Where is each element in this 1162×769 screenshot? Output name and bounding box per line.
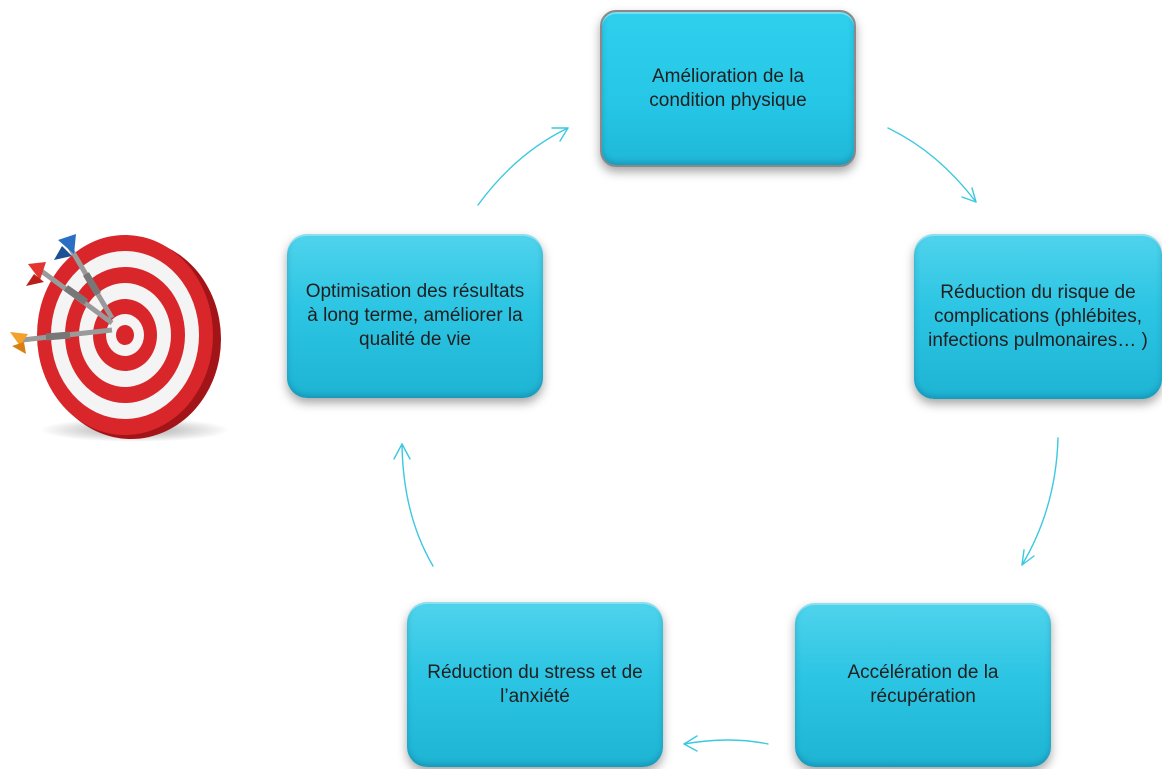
node-bottom-left-text: Réduction du stress et de l’anxiété	[427, 661, 643, 707]
node-bottom-right-text: Accélération de la récupération	[847, 662, 999, 707]
arrow-left-to-top	[477, 127, 569, 206]
dartboard-with-darts-icon	[10, 234, 230, 442]
node-acceleration-recuperation: Accélération de la récupération	[795, 603, 1051, 767]
arrow-bottom-right-to-bottom-left	[683, 735, 769, 752]
node-top-text: Amélioration de la condition physique	[649, 65, 807, 111]
arrow-right-to-bottom-right	[1021, 437, 1059, 566]
dart-blue	[54, 234, 115, 320]
node-amelioration-condition-physique: Amélioration de la condition physique	[600, 10, 856, 167]
arrow-top-to-right	[887, 127, 977, 203]
node-reduction-stress-anxiete: Réduction du stress et de l’anxiété	[407, 602, 663, 767]
node-right-text: Réduction du risque de complications (ph…	[928, 281, 1148, 351]
node-reduction-risque-complications: Réduction du risque de complications (ph…	[914, 234, 1162, 399]
node-optimisation-resultats: Optimisation des résultats à long terme,…	[287, 234, 543, 398]
dart-red	[26, 262, 114, 326]
arrow-bottom-left-to-left	[393, 443, 434, 567]
node-left-text: Optimisation des résultats à long terme,…	[305, 281, 525, 350]
dart-orange	[10, 327, 113, 354]
